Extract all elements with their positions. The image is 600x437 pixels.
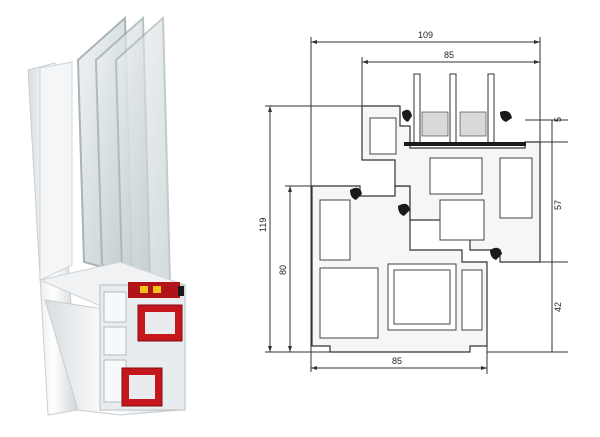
reinforcement-lower-inner bbox=[129, 375, 155, 399]
dim-label-right-bottom: 42 bbox=[553, 302, 563, 312]
chamber-steel-inner bbox=[393, 269, 451, 325]
spacer-1 bbox=[421, 111, 449, 137]
dim-label-inner-width-top: 85 bbox=[444, 50, 454, 60]
chamber-frame-2 bbox=[319, 267, 379, 339]
chamber-sash-3 bbox=[439, 199, 485, 241]
frame-front-face bbox=[39, 61, 73, 281]
dim-label-overall-height: 119 bbox=[258, 218, 268, 232]
dim-label-inner-width-bottom: 85 bbox=[392, 356, 402, 366]
dim-label-right-mid: 57 bbox=[553, 200, 563, 210]
desiccant-2 bbox=[153, 286, 161, 293]
chamber-sash-2 bbox=[499, 157, 533, 219]
glazing-1 bbox=[413, 73, 421, 145]
gasket-3d bbox=[178, 286, 184, 296]
reinforcement-upper-inner bbox=[145, 312, 175, 334]
spacer-2 bbox=[459, 111, 487, 137]
chamber-top-1 bbox=[369, 117, 397, 155]
dim-label-overall-width: 109 bbox=[418, 30, 433, 40]
chamber-frame-3 bbox=[461, 269, 483, 331]
dim-label-right-gap: 5 bbox=[553, 117, 563, 122]
dim-label-sash-height: 80 bbox=[278, 265, 288, 275]
chamber-b bbox=[103, 326, 127, 356]
desiccant-1 bbox=[140, 286, 148, 293]
dim-arrows bbox=[268, 40, 540, 370]
gaskets bbox=[350, 109, 526, 260]
chamber-frame-1 bbox=[319, 199, 351, 261]
chamber-sash-1 bbox=[429, 157, 483, 195]
glazing-3 bbox=[487, 73, 495, 145]
chamber-a bbox=[103, 291, 127, 323]
glazing-2 bbox=[449, 73, 457, 145]
